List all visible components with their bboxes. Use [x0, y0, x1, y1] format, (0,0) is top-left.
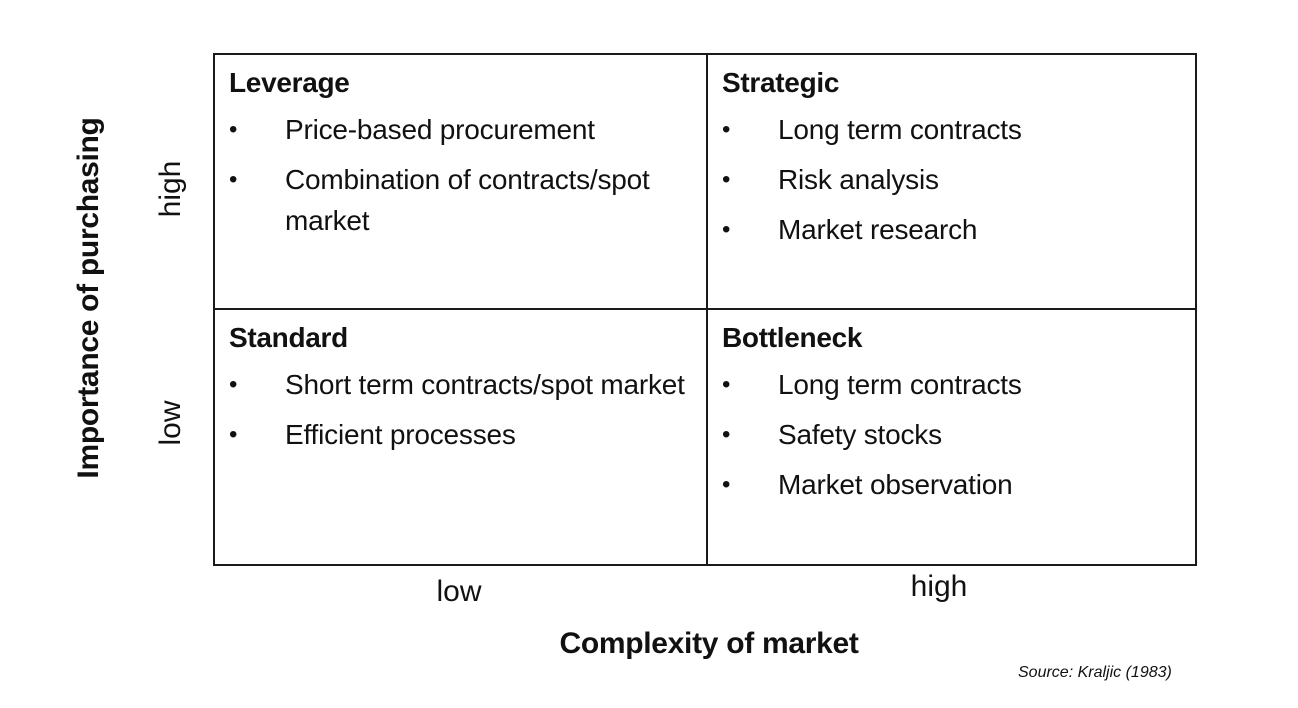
quadrant-standard: Standard • Short term contracts/spot mark…: [215, 310, 706, 566]
quadrant-strategic: Strategic • Long term contracts • Risk ana…: [708, 55, 1197, 308]
list-item: • Safety stocks: [722, 414, 1185, 455]
bullet: •: [229, 166, 238, 193]
list-item: • Market observation: [722, 464, 1185, 505]
list-item-text: Risk analysis: [778, 164, 939, 195]
source-citation: Source: Kraljic (1983): [1018, 664, 1172, 681]
quadrant-item-list: • Long term contracts • Safety stocks • Mar…: [722, 364, 1185, 505]
x-axis-title: Complexity of market: [559, 627, 859, 660]
bullet: •: [722, 421, 731, 448]
list-item-text: Long term contracts: [778, 114, 1022, 145]
list-item-text: Long term contracts: [778, 369, 1022, 400]
quadrant-item-list: • Short term contracts/spot market • Effic…: [229, 364, 694, 455]
list-item-text: Market research: [778, 214, 978, 245]
horizontal-divider: [215, 308, 1195, 310]
x-axis-label-low: low: [436, 575, 482, 608]
y-axis-label-high: high: [154, 160, 187, 218]
quadrant-title: Standard: [229, 322, 348, 353]
list-item: • Risk analysis: [722, 159, 1185, 200]
quadrant-item-list: • Price-based procurement • Combination of…: [229, 109, 694, 241]
list-item: • Long term contracts: [722, 364, 1185, 405]
list-item-text: Combination of contracts/spot market: [285, 164, 650, 236]
bullet: •: [722, 216, 731, 243]
y-axis-label-low: low: [154, 400, 187, 446]
kraljic-matrix: Leverage • Price-based procurement • Combi…: [213, 53, 1197, 566]
list-item: • Short term contracts/spot market: [229, 364, 694, 405]
list-item: • Long term contracts: [722, 109, 1185, 150]
list-item: • Combination of contracts/spot market: [229, 159, 694, 241]
list-item: • Efficient processes: [229, 414, 694, 455]
bullet: •: [722, 371, 731, 398]
bullet: •: [722, 471, 731, 498]
quadrant-bottleneck: Bottleneck • Long term contracts • Safety …: [708, 310, 1197, 566]
quadrant-item-list: • Long term contracts • Risk analysis • Mar…: [722, 109, 1185, 250]
list-item: • Price-based procurement: [229, 109, 694, 150]
list-item: • Market research: [722, 209, 1185, 250]
bullet: •: [722, 166, 731, 193]
list-item-text: Market observation: [778, 469, 1013, 500]
quadrant-title: Strategic: [722, 67, 840, 98]
bullet: •: [722, 116, 731, 143]
bullet: •: [229, 116, 238, 143]
bullet: •: [229, 421, 238, 448]
list-item-text: Short term contracts/spot market: [285, 369, 685, 400]
x-axis-label-high: high: [910, 570, 968, 603]
quadrant-title: Leverage: [229, 67, 350, 98]
list-item-text: Efficient processes: [285, 419, 516, 450]
list-item-text: Price-based procurement: [285, 114, 595, 145]
bullet: •: [229, 371, 238, 398]
list-item-text: Safety stocks: [778, 419, 942, 450]
quadrant-title: Bottleneck: [722, 322, 863, 353]
quadrant-leverage: Leverage • Price-based procurement • Combi…: [215, 55, 706, 308]
y-axis-title: Importance of purchasing: [72, 117, 105, 479]
